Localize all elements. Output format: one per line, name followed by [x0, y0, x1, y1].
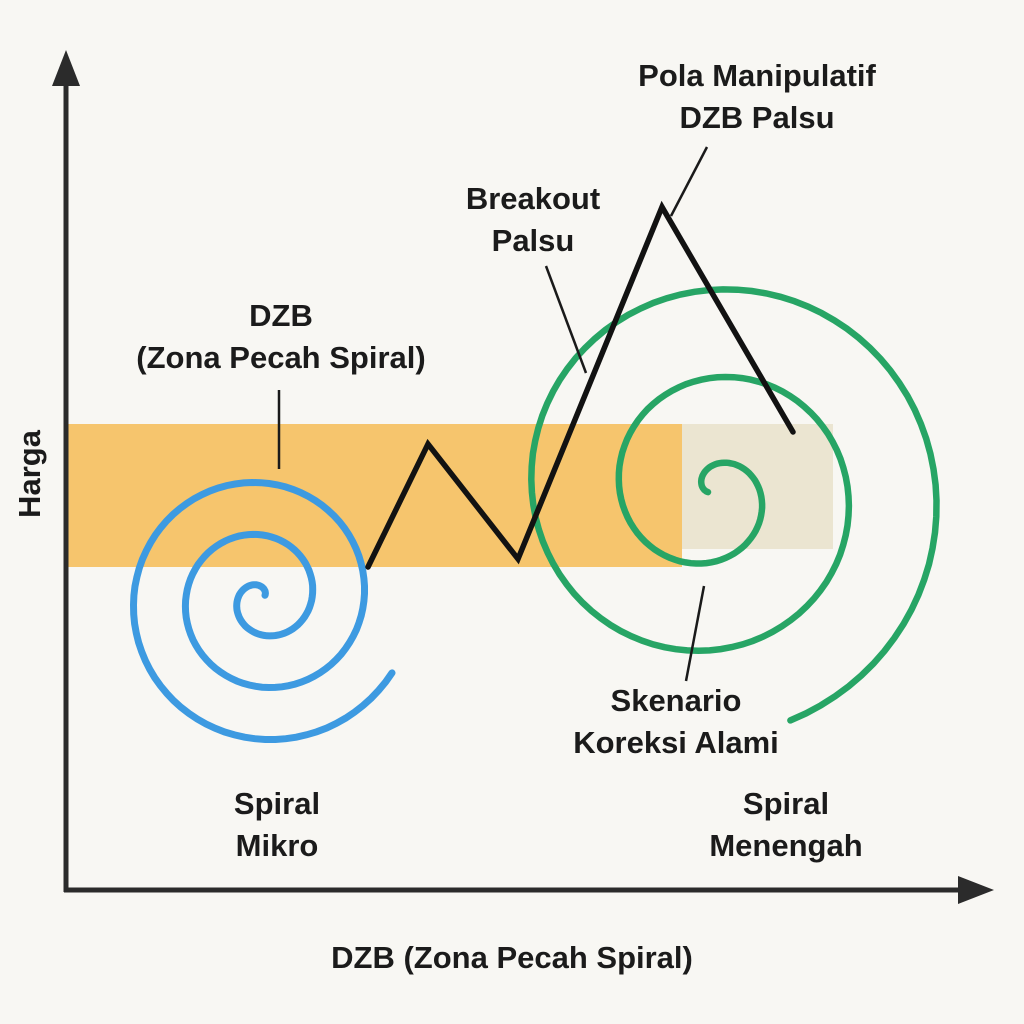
annotation-line: Breakout	[465, 180, 601, 216]
label-spiral-mikro: Spiral Mikro	[234, 783, 320, 867]
dzb-zone-band	[68, 424, 682, 567]
annotation-line: Spiral	[233, 785, 321, 821]
breakout-palsu-pointer-line	[544, 265, 588, 374]
annotation-skenario-koreksi: Skenario Koreksi Alami	[573, 680, 779, 764]
pola-manipulatif-pointer-line	[669, 146, 709, 217]
price-line	[365, 200, 796, 570]
x-axis-arrowhead	[958, 876, 994, 904]
y-axis-arrowhead	[52, 50, 80, 86]
x-axis-label: DZB (Zona Pecah Spiral)	[331, 939, 693, 975]
annotation-line: Pola Manipulatif	[638, 57, 876, 93]
annotation-line: DZB Palsu	[679, 100, 835, 135]
annotation-pola-manipulatif: Pola Manipulatif DZB Palsu	[638, 55, 876, 139]
y-axis-label: Harga	[11, 430, 47, 518]
annotation-line: (Zona Pecah Spiral)	[136, 340, 426, 375]
label-spiral-menengah: Spiral Menengah	[709, 783, 862, 867]
micro-spiral	[129, 478, 396, 743]
annotation-breakout-palsu: Breakout Palsu	[466, 178, 600, 262]
annotation-line: Koreksi Alami	[573, 725, 779, 760]
annotation-dzb-zone: DZB (Zona Pecah Spiral)	[136, 295, 425, 379]
annotation-line: DZB	[249, 297, 313, 333]
annotation-line: Spiral	[742, 785, 830, 821]
annotation-line: Skenario	[610, 682, 742, 718]
annotation-line: Mikro	[235, 828, 319, 863]
skenario-pointer-line	[684, 585, 706, 682]
annotation-line: Menengah	[709, 828, 863, 863]
annotation-line: Palsu	[491, 223, 575, 258]
